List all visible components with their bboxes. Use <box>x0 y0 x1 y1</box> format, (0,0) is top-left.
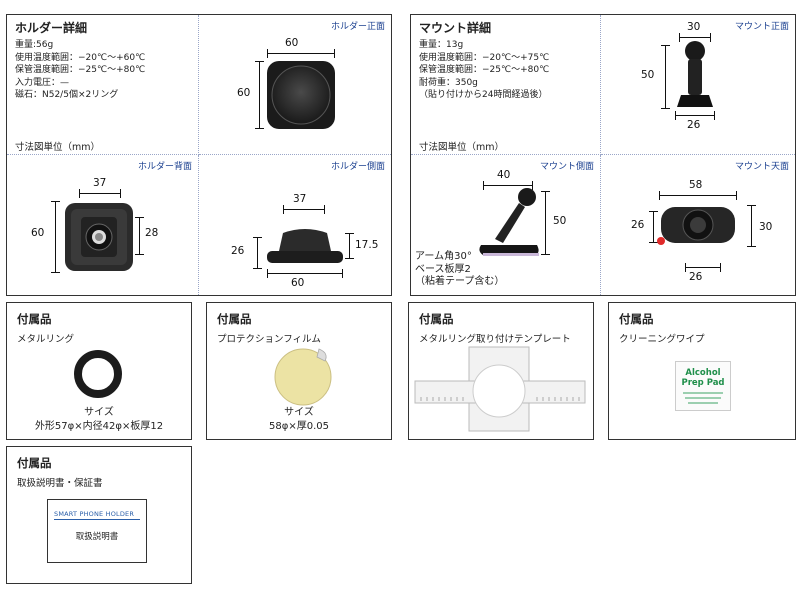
holder-back-height-right: 28 <box>145 227 159 239</box>
accessory-title: 付属品 <box>419 312 454 326</box>
manual-title-text: 取扱説明書 <box>75 532 119 542</box>
mount-spec-list: 重量：13g 使用温度範囲：−20℃〜+75℃ 保管温度範囲：−25℃〜+80℃… <box>419 39 549 102</box>
mount-top-cell: マウント天面 58 26 30 26 <box>601 155 795 295</box>
protection-film-size-label: サイズ <box>284 407 314 418</box>
holder-spec-voltage: 入力電圧：— <box>15 77 70 88</box>
holder-specs-cell: ホルダー詳細 重量:56g 使用温度範囲：−20℃〜+60℃ 保管温度範囲：−2… <box>7 15 199 155</box>
accessory-metal-ring: 付属品 メタルリング サイズ 外形57φ×内径42φ×板厚12 <box>6 302 192 440</box>
manual-header-text: SMART PHONE HOLDER <box>54 510 140 520</box>
holder-side-label: ホルダー側面 <box>330 162 385 172</box>
manual-image: SMART PHONE HOLDER 取扱説明書 <box>47 499 147 563</box>
accessory-title: 付属品 <box>17 312 52 326</box>
mount-unit-note: 寸法図単位（mm） <box>419 142 505 153</box>
mount-top-image <box>657 207 735 245</box>
holder-side-bottom-width: 60 <box>291 277 305 289</box>
accessory-name: クリーニングワイプ <box>619 334 705 345</box>
metal-ring-image <box>74 350 122 398</box>
holder-spec-weight: 重量:56g <box>15 40 54 50</box>
mount-spec-weight: 重量：13g <box>419 40 464 50</box>
accessory-protection-film: 付属品 プロテクションフィルム サイズ 58φ×厚0.05 <box>206 302 392 440</box>
holder-back-image <box>65 203 133 271</box>
alcohol-pad-text-line1: Alcohol <box>685 368 721 378</box>
holder-back-height-left: 60 <box>31 227 45 239</box>
holder-spec-list: 重量:56g 使用温度範囲：−20℃〜+60℃ 保管温度範囲：−25℃〜+80℃… <box>15 39 145 102</box>
mount-arm-angle-note: アーム角30° <box>415 251 472 262</box>
holder-title: ホルダー詳細 <box>15 21 88 35</box>
mount-front-height: 50 <box>641 69 655 81</box>
accessory-cleaning-wipe: 付属品 クリーニングワイプ Alcohol Prep Pad <box>608 302 796 440</box>
mount-side-height: 50 <box>553 215 567 227</box>
mount-specs-cell: マウント詳細 重量：13g 使用温度範囲：−20℃〜+75℃ 保管温度範囲：−2… <box>411 15 601 155</box>
ring-template-image <box>414 346 586 432</box>
holder-front-height: 60 <box>237 87 251 99</box>
accessory-ring-template: 付属品 メタルリング取り付けテンプレート <box>408 302 594 440</box>
holder-back-label: ホルダー背面 <box>137 162 192 172</box>
mount-detail-panel: マウント詳細 重量：13g 使用温度範囲：−20℃〜+75℃ 保管温度範囲：−2… <box>410 14 796 296</box>
accessory-name: 取扱説明書・保証書 <box>17 478 103 489</box>
mount-spec-operating-temp: 使用温度範囲：−20℃〜+75℃ <box>419 52 550 63</box>
alcohol-pad-text-line2: Prep Pad <box>681 378 725 388</box>
accessory-title: 付属品 <box>217 312 252 326</box>
mount-front-cell: マウント正面 30 50 26 <box>601 15 795 155</box>
mount-side-notes: アーム角30° ベース板厚2 （粘着テープ含む） <box>415 251 504 289</box>
holder-side-left-height: 26 <box>231 245 245 257</box>
holder-side-top-width: 37 <box>293 193 307 205</box>
alcohol-pad-image: Alcohol Prep Pad <box>675 361 731 411</box>
mount-spec-load-note: （貼り付けから24時間経過後） <box>419 90 548 100</box>
mount-front-image <box>677 41 713 107</box>
mount-top-label: マウント天面 <box>734 162 789 172</box>
mount-spec-load: 耐荷重：350g <box>419 77 478 88</box>
holder-unit-note: 寸法図単位（mm） <box>15 142 101 153</box>
holder-back-cell: ホルダー背面 37 60 28 <box>7 155 199 295</box>
mount-top-bottom-width: 26 <box>689 271 703 283</box>
holder-side-cell: ホルダー側面 37 26 17.5 60 <box>199 155 391 295</box>
mount-side-top-width: 40 <box>497 169 511 181</box>
mount-front-top-width: 30 <box>687 21 701 33</box>
mount-front-label: マウント正面 <box>734 22 789 32</box>
mount-side-label: マウント側面 <box>539 162 594 172</box>
mount-top-left-height: 26 <box>631 219 645 231</box>
mount-spec-storage-temp: 保管温度範囲：−25℃〜+80℃ <box>419 65 550 75</box>
accessory-title: 付属品 <box>619 312 654 326</box>
accessory-manual: 付属品 取扱説明書・保証書 SMART PHONE HOLDER 取扱説明書 <box>6 446 192 584</box>
holder-side-image <box>267 229 343 263</box>
holder-side-right-height: 17.5 <box>355 239 379 251</box>
holder-front-width: 60 <box>285 37 299 49</box>
mount-title: マウント詳細 <box>419 21 492 35</box>
mount-side-cell: マウント側面 40 50 アーム角30° ベース板厚2 （粘着テープ含む） <box>411 155 601 295</box>
metal-ring-size-value: 外形57φ×内径42φ×板厚12 <box>34 421 164 432</box>
mount-base-thickness-note: ベース板厚2 <box>415 263 471 275</box>
holder-spec-operating-temp: 使用温度範囲：−20℃〜+60℃ <box>15 52 146 63</box>
holder-detail-panel: ホルダー詳細 重量:56g 使用温度範囲：−20℃〜+60℃ 保管温度範囲：−2… <box>6 14 392 296</box>
mount-side-image <box>479 188 539 256</box>
protection-film-size-value: 58φ×厚0.05 <box>269 421 329 432</box>
holder-front-image <box>267 61 335 129</box>
accessory-name: メタルリング <box>17 334 75 345</box>
holder-spec-storage-temp: 保管温度範囲：−25℃〜+80℃ <box>15 65 146 75</box>
holder-front-cell: ホルダー正面 60 60 <box>199 15 391 155</box>
mount-top-width: 58 <box>689 179 703 191</box>
accessory-name: プロテクションフィルム <box>217 334 321 345</box>
holder-spec-magnets: 磁石：N52/5個×2リング <box>15 90 119 100</box>
mount-adhesive-note: （粘着テープ含む） <box>415 276 505 287</box>
accessory-title: 付属品 <box>17 456 52 470</box>
protection-film-image <box>274 348 332 406</box>
mount-top-right-height: 30 <box>759 221 773 233</box>
holder-back-width: 37 <box>93 177 107 189</box>
holder-front-label: ホルダー正面 <box>330 22 385 32</box>
mount-front-bottom-width: 26 <box>687 119 701 131</box>
accessory-name: メタルリング取り付けテンプレート <box>419 334 571 345</box>
metal-ring-size-label: サイズ <box>84 407 114 418</box>
